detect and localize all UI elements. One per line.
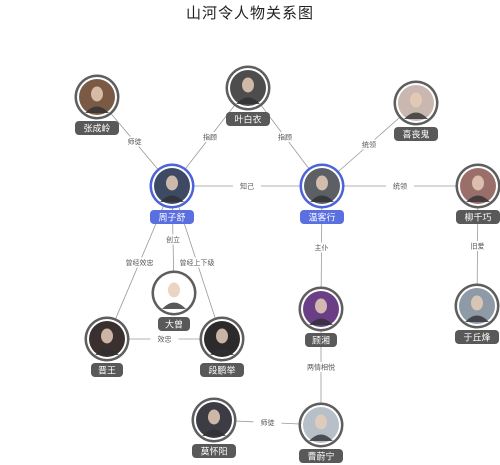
- node-yuqiufeng[interactable]: 于丘烽: [454, 283, 500, 345]
- edge-label-bg: [307, 362, 335, 372]
- portrait-body: [404, 112, 428, 119]
- portrait-face: [410, 92, 422, 108]
- node-mohuaiyang[interactable]: 莫怀阳: [191, 397, 237, 459]
- node-label: 段鹏举: [208, 365, 235, 377]
- edge-label-bg: [159, 234, 187, 245]
- portrait-body: [95, 348, 119, 355]
- node-label-box: [456, 210, 500, 224]
- portrait-face: [315, 414, 327, 430]
- node-label: 叶白衣: [234, 114, 261, 126]
- node-wenkexing[interactable]: 温客行: [299, 163, 345, 225]
- node-label: 周子舒: [158, 212, 185, 224]
- edge-label: 知己: [240, 182, 254, 191]
- node-label: 柳千巧: [464, 212, 491, 224]
- edge-label: 指顾: [278, 133, 292, 142]
- edge-label: 创立: [166, 235, 180, 244]
- edge-label-bg: [125, 257, 154, 268]
- node-label-box: [455, 330, 499, 344]
- portrait-body: [309, 318, 333, 325]
- edge-label: 曾经上下级: [180, 258, 215, 267]
- portrait-face: [101, 328, 113, 344]
- node-label: 晋王: [98, 366, 116, 377]
- edge-label: 统领: [362, 140, 376, 149]
- edge-label-bg: [355, 139, 383, 150]
- edge-label: 旧爱: [471, 243, 485, 251]
- edge-label: 效忠: [158, 335, 172, 344]
- portrait-body: [202, 429, 226, 436]
- portrait-face: [316, 175, 328, 191]
- node-label: 莫怀阳: [200, 446, 227, 458]
- node-label-box: [192, 444, 236, 458]
- node-xisanggui[interactable]: 喜丧鬼: [393, 80, 439, 142]
- node-label: 顾湘: [312, 335, 330, 347]
- portrait-face: [168, 282, 180, 298]
- edge-label: 曾经效忠: [126, 258, 154, 267]
- portrait-body: [466, 195, 490, 202]
- node-label: 温客行: [308, 212, 335, 224]
- node-label-box: [91, 363, 123, 377]
- portrait-face: [166, 175, 178, 191]
- node-label-box: [158, 317, 190, 331]
- portrait-face: [315, 298, 327, 314]
- node-label: 大曾: [165, 319, 183, 331]
- edge-label-bg: [183, 257, 211, 268]
- edge-label: 指顾: [203, 133, 217, 142]
- portrait-face: [208, 409, 220, 425]
- node-label: 喜丧鬼: [402, 129, 429, 141]
- node-zhangchengling[interactable]: 张成岭: [74, 74, 120, 136]
- node-liuqianqiao[interactable]: 柳千巧: [455, 163, 500, 225]
- edge-label-bg: [271, 132, 299, 142]
- node-jinwang[interactable]: 晋王: [84, 316, 130, 378]
- edge-label: 主仆: [315, 243, 329, 252]
- portrait-face: [471, 295, 483, 311]
- node-label-box: [394, 127, 438, 141]
- edge-label-bg: [196, 132, 224, 142]
- portrait-body: [162, 302, 186, 309]
- portrait-body: [310, 195, 334, 202]
- edge-label-bg: [150, 334, 179, 344]
- edge-label: 统领: [393, 182, 407, 191]
- portrait-body: [160, 195, 184, 202]
- edge-label-bg: [253, 417, 282, 428]
- node-duanpengju[interactable]: 段鹏举: [199, 316, 245, 378]
- node-label-box: [226, 112, 270, 126]
- node-caoweining[interactable]: 曹蔚宁: [298, 402, 344, 464]
- node-yebaiyi[interactable]: 叶白衣: [225, 65, 271, 127]
- edge-label-bg: [120, 136, 149, 147]
- edge-label-bg: [463, 241, 492, 251]
- node-label-box: [305, 333, 337, 347]
- node-label: 于丘烽: [463, 332, 490, 344]
- portrait-body: [309, 434, 333, 441]
- node-label-box: [150, 210, 194, 224]
- portrait-face: [216, 328, 228, 344]
- edge-label: 两情相悦: [307, 363, 335, 372]
- node-zhouzishu[interactable]: 周子舒: [149, 163, 195, 225]
- node-label-box: [200, 363, 244, 377]
- portrait-body: [236, 97, 260, 104]
- edge-label: 师徒: [261, 418, 275, 427]
- edge-label-bg: [307, 242, 336, 253]
- portrait-body: [85, 106, 109, 113]
- diagram-title: 山河令人物关系图: [185, 4, 314, 22]
- portrait-face: [242, 77, 254, 93]
- edge-label-bg: [386, 181, 414, 191]
- node-dagong[interactable]: 大曾: [151, 270, 197, 332]
- node-label-box: [75, 121, 119, 135]
- portrait-body: [210, 348, 234, 355]
- node-label: 曹蔚宁: [307, 451, 334, 463]
- node-label-box: [299, 449, 343, 463]
- edge-label-bg: [233, 181, 261, 191]
- portrait-body: [465, 315, 489, 322]
- portrait-face: [91, 86, 103, 102]
- portrait-face: [472, 175, 484, 191]
- node-guxiang[interactable]: 顾湘: [298, 286, 344, 348]
- node-label-box: [300, 210, 344, 224]
- node-label: 张成岭: [83, 123, 110, 135]
- edge-label: 师徒: [128, 137, 142, 146]
